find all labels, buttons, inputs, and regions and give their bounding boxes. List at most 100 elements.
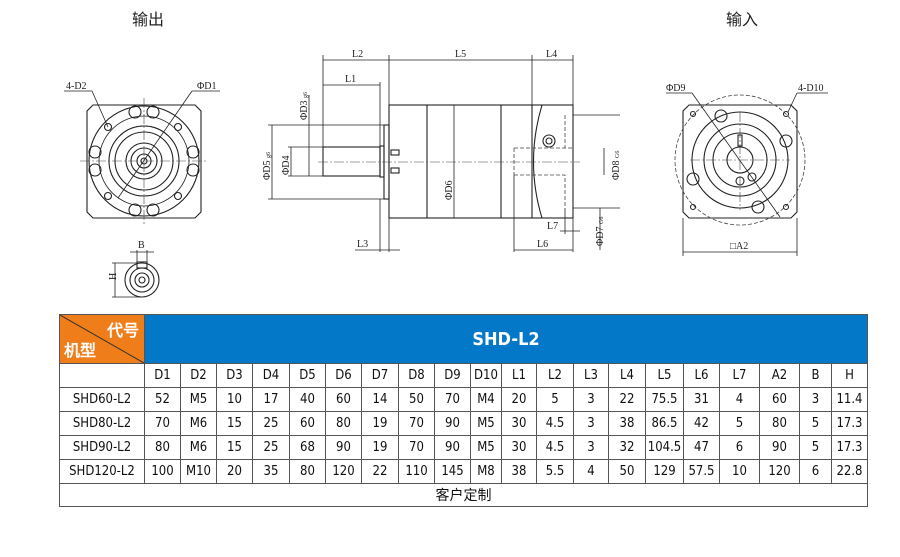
corner-header: 代号 机型: [59, 314, 145, 364]
value-cell-l6: 57.5: [683, 459, 720, 484]
column-header-l6: L6: [683, 363, 720, 388]
value-cell-d7: 22: [361, 459, 399, 484]
value-cell-a2: 80: [759, 411, 800, 436]
label-d9: ΦD9: [666, 83, 686, 94]
value-cell-d3: 10: [216, 387, 253, 412]
value-cell-d9: 145: [434, 459, 471, 484]
value-cell-l7: 10: [719, 459, 760, 484]
value-cell-d1: 100: [144, 459, 181, 484]
label-h: H: [108, 273, 119, 280]
value-cell-d4: 17: [252, 387, 290, 412]
value-cell-l6: 47: [683, 435, 720, 460]
value-cell-h: 17.3: [831, 411, 868, 436]
value-cell-h: 11.4: [831, 387, 868, 412]
label-l1: L1: [345, 74, 356, 85]
value-cell-d4: 25: [252, 435, 290, 460]
value-cell-l2: 4.5: [536, 435, 574, 460]
column-header-d3: D3: [216, 363, 253, 388]
model-cell: SHD120-L2: [59, 459, 145, 484]
value-cell-d8: 50: [398, 387, 435, 412]
label-l4: L4: [546, 49, 557, 60]
value-cell-l4: 22: [608, 387, 646, 412]
model-cell: SHD60-L2: [59, 387, 145, 412]
value-cell-l4: 32: [608, 435, 646, 460]
label-b: B: [138, 240, 145, 251]
column-header-d2: D2: [180, 363, 217, 388]
value-cell-l4: 50: [608, 459, 646, 484]
value-cell-l5: 86.5: [645, 411, 684, 436]
input-end-view: ΦD9 4-D10 □A2: [666, 83, 828, 256]
value-cell-d2: M10: [180, 459, 217, 484]
column-header-l7: L7: [719, 363, 760, 388]
value-cell-d3: 20: [216, 459, 253, 484]
value-cell-d4: 25: [252, 411, 290, 436]
label-l3: L3: [357, 239, 368, 250]
value-cell-a2: 60: [759, 387, 800, 412]
label-l6: L6: [537, 239, 548, 250]
column-header-d7: D7: [361, 363, 399, 388]
label-d6: ΦD6: [444, 180, 455, 200]
column-header-l1: L1: [501, 363, 537, 388]
value-cell-d2: M6: [180, 435, 217, 460]
label-d4: ΦD4: [281, 155, 292, 175]
column-header-d9: D9: [434, 363, 471, 388]
value-cell-l4: 38: [608, 411, 646, 436]
value-cell-l3: 3: [573, 435, 609, 460]
column-header-a2: A2: [759, 363, 800, 388]
value-cell-d6: 60: [325, 387, 362, 412]
value-cell-d3: 15: [216, 411, 253, 436]
value-cell-d1: 80: [144, 435, 181, 460]
value-cell-d10: M5: [470, 435, 502, 460]
value-cell-d5: 80: [289, 459, 326, 484]
column-header-d5: D5: [289, 363, 326, 388]
value-cell-l1: 38: [501, 459, 537, 484]
value-cell-d9: 70: [434, 387, 471, 412]
column-header-h: H: [831, 363, 868, 388]
column-header-l5: L5: [645, 363, 684, 388]
model-cell: SHD80-L2: [59, 411, 145, 436]
output-end-view: 4-D2 ΦD1: [64, 81, 220, 225]
value-cell-b: 5: [799, 435, 832, 460]
value-cell-d5: 68: [289, 435, 326, 460]
value-cell-h: 22.8: [831, 459, 868, 484]
blank-header-cell: [59, 363, 145, 388]
value-cell-l1: 30: [501, 411, 537, 436]
column-header-b: B: [799, 363, 832, 388]
value-cell-d3: 15: [216, 435, 253, 460]
column-header-d10: D10: [470, 363, 502, 388]
value-cell-l6: 31: [683, 387, 720, 412]
series-header: SHD-L2: [144, 314, 868, 364]
value-cell-l3: 3: [573, 411, 609, 436]
label-d1: ΦD1: [197, 81, 217, 92]
value-cell-d7: 19: [361, 411, 399, 436]
value-cell-l7: 6: [719, 435, 760, 460]
value-cell-l1: 20: [501, 387, 537, 412]
column-header-d4: D4: [252, 363, 290, 388]
value-cell-b: 5: [799, 411, 832, 436]
label-l7: L7: [547, 221, 558, 232]
column-header-l3: L3: [573, 363, 609, 388]
value-cell-d1: 52: [144, 387, 181, 412]
technical-drawing: 4-D2 ΦD1 B H L2 L5 L4 L1 L3 L6 L7 ΦD3 g6…: [64, 49, 828, 298]
label-l2: L2: [352, 49, 363, 60]
value-cell-l2: 5: [536, 387, 574, 412]
value-cell-d10: M5: [470, 411, 502, 436]
value-cell-l5: 75.5: [645, 387, 684, 412]
custom-footer: 客户定制: [59, 483, 868, 507]
model-cell: SHD90-L2: [59, 435, 145, 460]
value-cell-d9: 90: [434, 435, 471, 460]
label-d7: ΦD7 G6: [595, 217, 606, 246]
label-a2: □A2: [730, 241, 748, 252]
value-cell-l2: 5.5: [536, 459, 574, 484]
value-cell-d8: 70: [398, 411, 435, 436]
value-cell-b: 3: [799, 387, 832, 412]
input-title: 输入: [726, 10, 759, 29]
value-cell-d10: M8: [470, 459, 502, 484]
value-cell-d6: 120: [325, 459, 362, 484]
column-header-l2: L2: [536, 363, 574, 388]
